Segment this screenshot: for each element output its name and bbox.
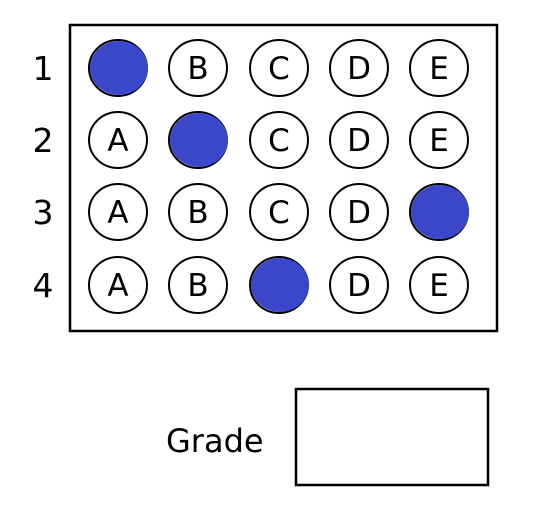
bubble-ring bbox=[168, 183, 228, 241]
bubble-ring bbox=[168, 39, 228, 97]
bubble-mark bbox=[411, 185, 469, 239]
bubble-ring bbox=[168, 256, 228, 314]
answer-bubble[interactable]: D bbox=[329, 39, 389, 97]
question-number: 4 bbox=[33, 266, 54, 305]
answer-bubble[interactable] bbox=[409, 183, 469, 241]
answer-bubble[interactable]: D bbox=[329, 111, 389, 169]
bubble-letter: C bbox=[268, 195, 290, 231]
question-number: 3 bbox=[33, 193, 54, 232]
answer-bubble[interactable] bbox=[168, 111, 228, 169]
bubble-ring bbox=[249, 111, 309, 169]
bubble-ring bbox=[88, 111, 148, 169]
bubble-letter: B bbox=[187, 195, 208, 231]
bubble-ring bbox=[329, 111, 389, 169]
question-number: 1 bbox=[33, 49, 54, 88]
answer-bubble[interactable] bbox=[249, 256, 309, 314]
bubble-ring bbox=[329, 39, 389, 97]
bubble-letter: D bbox=[347, 195, 371, 231]
bubble-ring bbox=[249, 183, 309, 241]
bubble-ring bbox=[329, 256, 389, 314]
bubble-letter: A bbox=[107, 123, 128, 159]
answer-grid-box bbox=[68, 23, 499, 333]
grade-box[interactable] bbox=[294, 387, 490, 487]
answer-bubble[interactable]: E bbox=[409, 111, 469, 169]
bubble-letter: D bbox=[347, 51, 371, 87]
bubble-mark bbox=[170, 113, 228, 167]
bubble-ring bbox=[88, 183, 148, 241]
answer-bubble[interactable]: C bbox=[249, 39, 309, 97]
answer-bubble[interactable]: A bbox=[88, 256, 148, 314]
bubble-ring bbox=[249, 39, 309, 97]
bubble-letter: D bbox=[347, 123, 371, 159]
bubble-letter: C bbox=[268, 123, 290, 159]
bubble-ring bbox=[409, 256, 469, 314]
answer-bubble[interactable]: B bbox=[168, 39, 228, 97]
answer-bubble[interactable]: E bbox=[409, 256, 469, 314]
bubble-letter: E bbox=[429, 268, 449, 304]
bubble-ring bbox=[88, 256, 148, 314]
bubble-ring bbox=[409, 111, 469, 169]
answer-bubble[interactable]: B bbox=[168, 183, 228, 241]
answer-bubble[interactable]: D bbox=[329, 183, 389, 241]
bubble-letter: B bbox=[187, 51, 208, 87]
bubble-ring bbox=[329, 183, 389, 241]
bubble-mark bbox=[251, 258, 309, 312]
answer-bubble[interactable]: B bbox=[168, 256, 228, 314]
bubble-letter: A bbox=[107, 268, 128, 304]
bubble-letter: C bbox=[268, 51, 290, 87]
bubble-letter: D bbox=[347, 268, 371, 304]
answer-bubble[interactable]: C bbox=[249, 111, 309, 169]
grade-label: Grade bbox=[166, 422, 264, 460]
answer-bubble[interactable]: D bbox=[329, 256, 389, 314]
question-number: 2 bbox=[33, 121, 54, 160]
answer-bubble[interactable]: C bbox=[249, 183, 309, 241]
answer-bubble[interactable] bbox=[88, 39, 148, 97]
bubble-letter: E bbox=[429, 51, 449, 87]
answer-bubble[interactable]: A bbox=[88, 183, 148, 241]
bubble-mark bbox=[90, 41, 148, 95]
bubble-letter: A bbox=[107, 195, 128, 231]
answer-bubble[interactable]: E bbox=[409, 39, 469, 97]
bubble-letter: B bbox=[187, 268, 208, 304]
bubble-letter: E bbox=[429, 123, 449, 159]
answer-bubble[interactable]: A bbox=[88, 111, 148, 169]
bubble-ring bbox=[409, 39, 469, 97]
